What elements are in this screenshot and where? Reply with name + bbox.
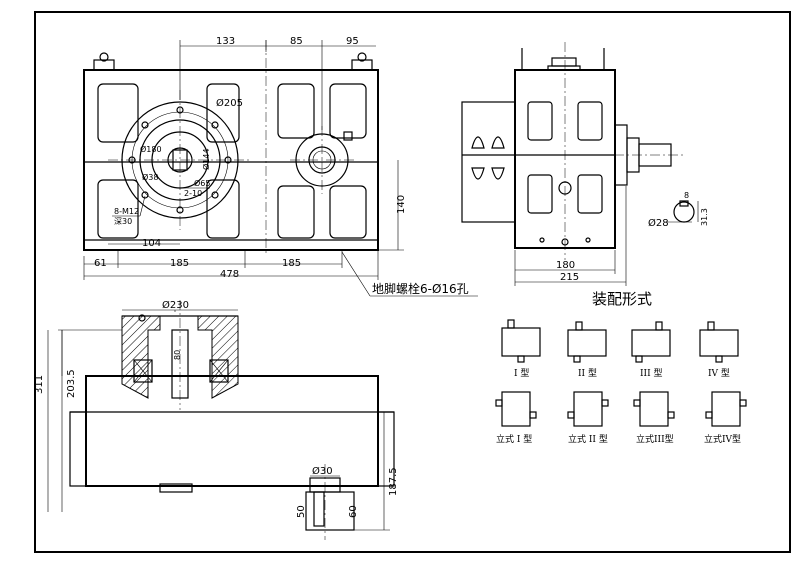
dim-185b: 185 bbox=[282, 258, 301, 269]
dim-1875: 187.5 bbox=[388, 467, 399, 496]
vertical-4-label: 立式IV型 bbox=[704, 433, 741, 445]
dim-50: 50 bbox=[296, 505, 307, 518]
dim-d28: Ø28 bbox=[648, 217, 669, 229]
dim-d144: Ø144 bbox=[201, 148, 211, 170]
section-body-outline bbox=[85, 375, 379, 487]
shaft-section bbox=[673, 201, 695, 223]
dim-d38: Ø38 bbox=[142, 172, 158, 182]
dim-311: 311 bbox=[34, 375, 45, 394]
lifting-eye-left bbox=[99, 52, 109, 62]
dim-key: 2-10 bbox=[184, 189, 202, 198]
assembly-type-1: I 型 bbox=[501, 319, 541, 379]
assembly-vertical-3: 立式III型 bbox=[633, 391, 675, 445]
dim-d30: Ø30 bbox=[312, 465, 333, 477]
dim-d180: Ø180 bbox=[140, 144, 162, 154]
vertical-2-label: 立式 II 型 bbox=[568, 433, 608, 445]
dim-bolt: 8-M12 bbox=[114, 207, 139, 216]
dim-104: 104 bbox=[142, 238, 161, 249]
type-4-label: IV 型 bbox=[708, 368, 730, 379]
side-view: Ø28 8 31.3 180 215 bbox=[461, 42, 709, 286]
housing-left-section bbox=[121, 315, 161, 399]
dim-60: 60 bbox=[348, 505, 359, 518]
assembly-title: 装配形式 bbox=[592, 290, 652, 308]
anchor-bolt-note: 地脚螺栓6-Ø16孔 bbox=[372, 281, 469, 296]
dim-185a: 185 bbox=[170, 258, 189, 269]
dim-140: 140 bbox=[396, 195, 407, 214]
dim-313: 31.3 bbox=[700, 208, 709, 226]
assembly-type-3: III 型 bbox=[631, 321, 671, 379]
dim-95: 95 bbox=[346, 36, 359, 47]
type-2-label: II 型 bbox=[578, 368, 597, 379]
vertical-3-label: 立式III型 bbox=[636, 433, 674, 445]
dim-d230: Ø230 bbox=[162, 299, 189, 311]
dim-80: 80 bbox=[173, 350, 182, 360]
assembly-type-4: IV 型 bbox=[699, 321, 739, 379]
dim-61: 61 bbox=[94, 258, 107, 269]
dim-depth: 深30 bbox=[114, 217, 132, 226]
lifting-eye-right bbox=[357, 52, 367, 62]
section-view: Ø230 80 311 203.5 Ø30 50 60 187.5 bbox=[34, 299, 399, 540]
dim-180-side: 180 bbox=[556, 260, 575, 271]
dim-85: 85 bbox=[290, 36, 303, 47]
assembly-vertical-4: 立式IV型 bbox=[704, 391, 747, 445]
assembly-vertical-2: 立式 II 型 bbox=[567, 391, 609, 445]
assembly-forms: 装配形式 I 型 II 型 III 型 IV 型 bbox=[495, 290, 747, 445]
dim-d205: Ø205 bbox=[216, 97, 243, 109]
dim-215: 215 bbox=[560, 272, 579, 283]
dim-133: 133 bbox=[216, 36, 235, 47]
type-1-label: I 型 bbox=[514, 368, 529, 379]
dim-d65: Ø65 bbox=[194, 178, 210, 188]
dim-8: 8 bbox=[684, 191, 689, 200]
drawing-frame bbox=[34, 11, 791, 553]
housing-right-section bbox=[197, 315, 239, 399]
dim-2035: 203.5 bbox=[66, 369, 77, 398]
front-view: 133 85 95 Ø205 Ø180 Ø144 Ø38 Ø65 2-10 8-… bbox=[83, 36, 478, 297]
type-3-label: III 型 bbox=[640, 368, 663, 379]
gearbox-body-outline bbox=[83, 69, 379, 251]
assembly-type-2: II 型 bbox=[567, 321, 607, 379]
vertical-1-label: 立式 I 型 bbox=[496, 433, 532, 445]
dim-478: 478 bbox=[220, 269, 239, 280]
assembly-vertical-1: 立式 I 型 bbox=[495, 391, 537, 445]
